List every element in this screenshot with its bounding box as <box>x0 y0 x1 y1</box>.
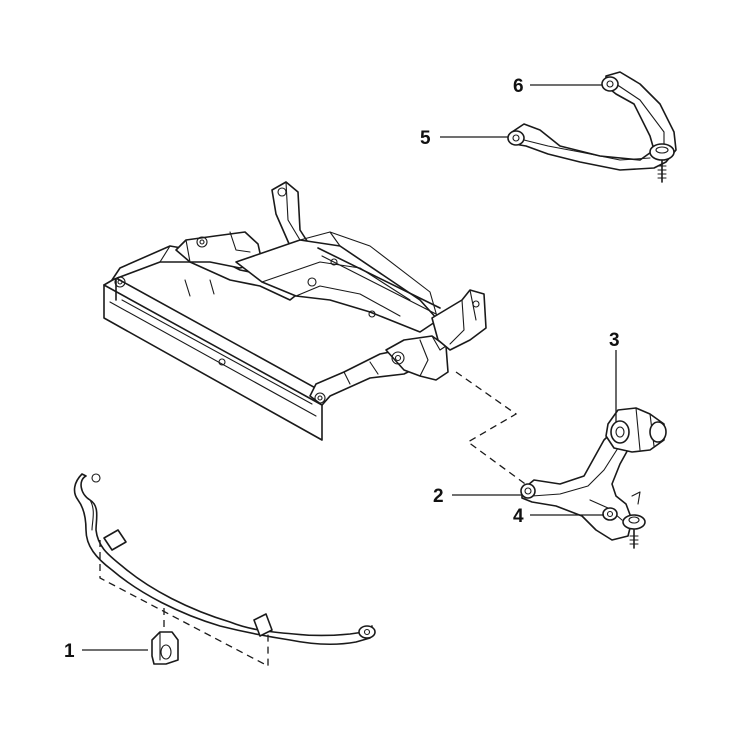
front-subframe <box>103 181 487 441</box>
callout-5: 5 <box>420 128 431 149</box>
stabilizer-bar <box>73 473 376 645</box>
upper-control-arm <box>507 71 677 183</box>
callout-6: 6 <box>513 76 524 97</box>
lower-control-arm <box>520 407 667 549</box>
callout-3: 3 <box>609 330 620 351</box>
callout-2: 2 <box>433 486 444 507</box>
callout-4: 4 <box>513 506 524 527</box>
callout-1: 1 <box>64 641 75 662</box>
stabilizer-bushing <box>151 631 179 665</box>
assembly-dash-line <box>455 371 529 487</box>
bushing-dash-line <box>99 540 269 668</box>
